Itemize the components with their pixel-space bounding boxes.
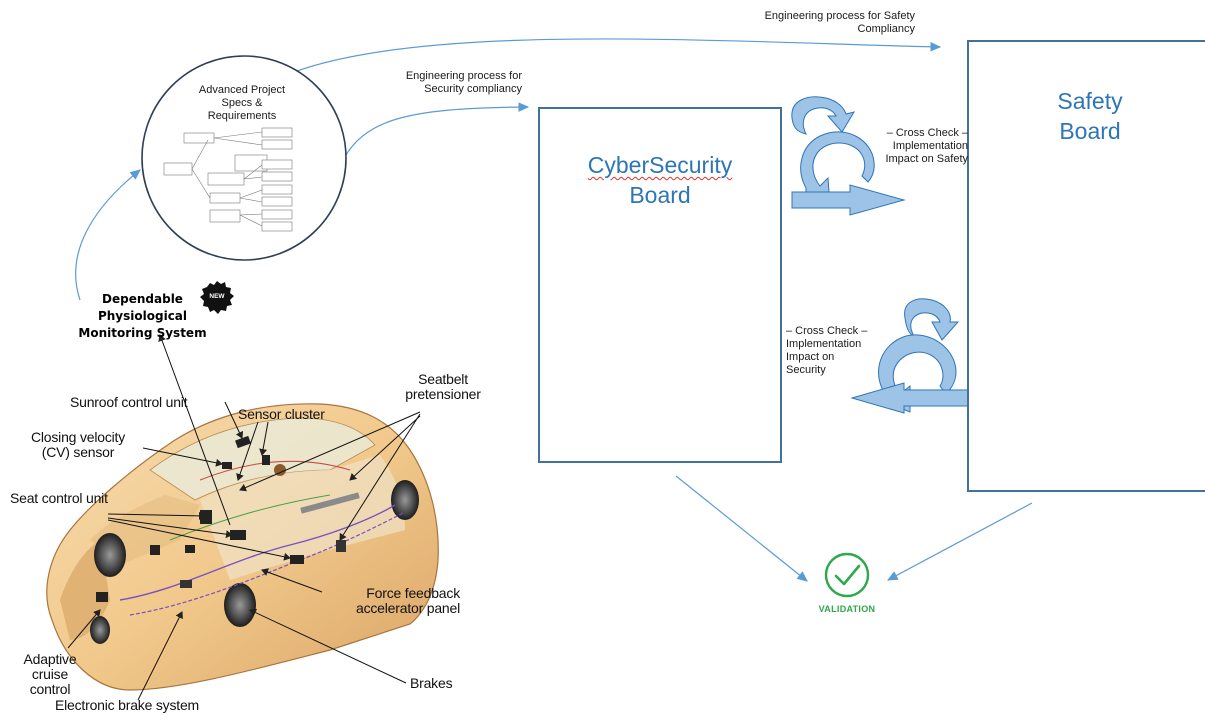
label-adaptive-cruise: Adaptive cruise control [23, 651, 77, 697]
cross-check-safety-label: – Cross Check – Implementation Impact on… [885, 127, 968, 165]
label-sensor-cluster: Sensor cluster [238, 406, 325, 422]
validation-label: VALIDATION [818, 604, 876, 614]
dpms-title: Dependable Physiological Monitoring Syst… [78, 292, 207, 340]
cybersecurity-board-title: CyberSecurity Board [540, 150, 780, 210]
cycle-arrows-safety [791, 96, 906, 216]
label-seat-control: Seat control unit [10, 490, 108, 506]
cross-check-security-label: – Cross Check – Implementation Impact on… [786, 325, 868, 376]
arrow-specs-to-safety [274, 38, 942, 81]
label-sunroof: Sunroof control unit [70, 394, 188, 410]
car-illustration [46, 403, 439, 691]
safety-title-line1: Safety [1057, 88, 1123, 114]
label-closing-velocity: Closing velocity (CV) sensor [30, 429, 126, 460]
safety-process-label: Engineering process for Safety Complianc… [764, 10, 915, 35]
cyber-title-line2: Board [629, 182, 691, 208]
security-process-label: Engineering process for Security complia… [405, 70, 522, 95]
label-electronic-brake: Electronic brake system [55, 697, 200, 713]
arrow-specs-to-cyber [337, 102, 530, 171]
arrow-dpms-to-specs [75, 169, 141, 301]
arrow-cyber-to-validation [675, 475, 808, 582]
arrow-safety-to-validation [886, 502, 1033, 581]
check-circle-icon [824, 552, 870, 598]
cycle-arrows-security [850, 298, 969, 414]
label-force-feedback: Force feedback accelerator panel [356, 585, 460, 616]
new-badge-label: NEW [209, 293, 225, 300]
specs-title: Advanced Project Specs & Requirements [198, 84, 286, 122]
safety-board [967, 40, 1205, 492]
car-leader-lines [67, 334, 421, 701]
label-brakes: Brakes [410, 675, 453, 691]
cyber-title-line1: CyberSecurity [587, 152, 733, 178]
label-seatbelt: Seatbelt pretensioner [405, 371, 481, 402]
new-badge-icon [200, 281, 234, 314]
safety-title-line2: Board [1059, 118, 1121, 144]
specs-tree [163, 127, 293, 232]
cybersecurity-board [538, 107, 782, 463]
safety-board-title: Safety Board [1040, 86, 1140, 146]
